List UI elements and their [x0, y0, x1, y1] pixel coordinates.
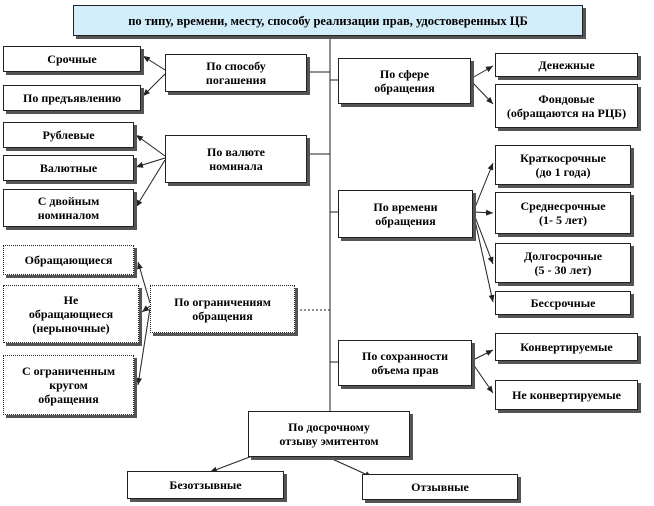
arrow-to-short-term	[473, 162, 494, 211]
item-circulating: Обращающиеся	[3, 245, 134, 275]
arrow-to-callable	[329, 457, 373, 478]
arrow-to-perpetual	[473, 215, 495, 303]
arrow-to-convertible	[472, 349, 494, 361]
item-urgent: Срочные	[3, 46, 141, 72]
item-callable: Отзывные	[362, 474, 518, 500]
item-ruble: Рублевые	[3, 122, 134, 148]
arrow-to-stock	[471, 81, 494, 105]
item-short-term: Краткосрочные (до 1 года)	[495, 145, 631, 185]
category-rights: По сохранности объема прав	[338, 340, 472, 386]
arrow-to-non-callable	[209, 454, 256, 473]
item-stock: Фондовые (обращаются на РЦБ)	[495, 84, 638, 128]
arrow-to-monetary	[471, 65, 494, 79]
item-on-demand: По предъявлению	[3, 85, 141, 111]
category-currency: По валюте номинала	[165, 135, 307, 183]
category-redemption: По способу погашения	[165, 54, 307, 92]
item-medium-term: Среднесрочные (1- 5 лет)	[495, 192, 631, 234]
category-recall: По досрочному отзыву эмитентом	[248, 411, 410, 457]
arrow-to-urgent	[142, 55, 166, 71]
arrow-to-dual	[135, 159, 166, 208]
item-non-callable: Безотзывные	[127, 471, 284, 499]
category-circulation-limit: По ограничениям обращения	[150, 285, 295, 333]
arrow-to-non-circulating	[141, 305, 151, 313]
item-dual-nominal: С двойным номиналом	[3, 189, 134, 227]
arrow-to-foreign	[135, 157, 166, 168]
arrow-to-circulating	[137, 261, 151, 304]
arrow-to-non-convertible	[472, 363, 494, 394]
arrow-to-on-demand	[142, 73, 166, 97]
diagram-title: по типу, времени, месту, способу реализа…	[73, 5, 583, 36]
arrow-to-long-term	[473, 213, 494, 265]
arrow-to-limited	[136, 307, 151, 386]
item-non-circulating: Не обращающиеся (нерыночные)	[3, 285, 139, 343]
item-foreign-currency: Валютные	[3, 155, 134, 181]
item-long-term: Долгосрочные (5 - 30 лет)	[495, 243, 631, 283]
item-convertible: Конвертируемые	[495, 333, 638, 361]
category-term: По времени обращения	[338, 190, 473, 238]
item-non-convertible: Не конвертируемые	[495, 380, 638, 410]
arrow-to-ruble	[135, 134, 166, 157]
category-sphere: По сфере обращения	[338, 58, 471, 104]
item-limited-circle: С ограниченным кругом обращения	[3, 355, 134, 415]
arrow-to-medium-term	[473, 209, 494, 216]
item-perpetual: Бессрочные	[495, 291, 631, 315]
item-monetary: Денежные	[495, 53, 638, 77]
